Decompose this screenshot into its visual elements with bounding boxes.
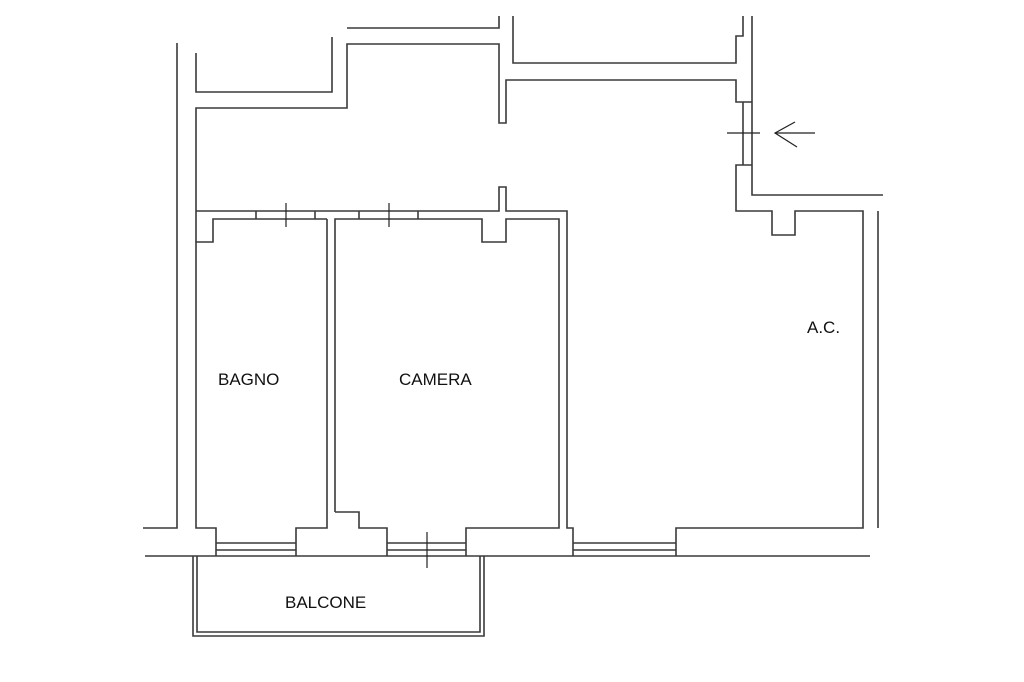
room-label-ac: A.C. bbox=[807, 318, 840, 337]
walls bbox=[143, 16, 883, 637]
room-label-bagno: BAGNO bbox=[218, 370, 279, 389]
room-label-balcone: BALCONE bbox=[285, 593, 366, 612]
room-label-camera: CAMERA bbox=[399, 370, 472, 389]
entrance-arrow-icon bbox=[773, 121, 815, 148]
door-marks bbox=[285, 132, 760, 568]
